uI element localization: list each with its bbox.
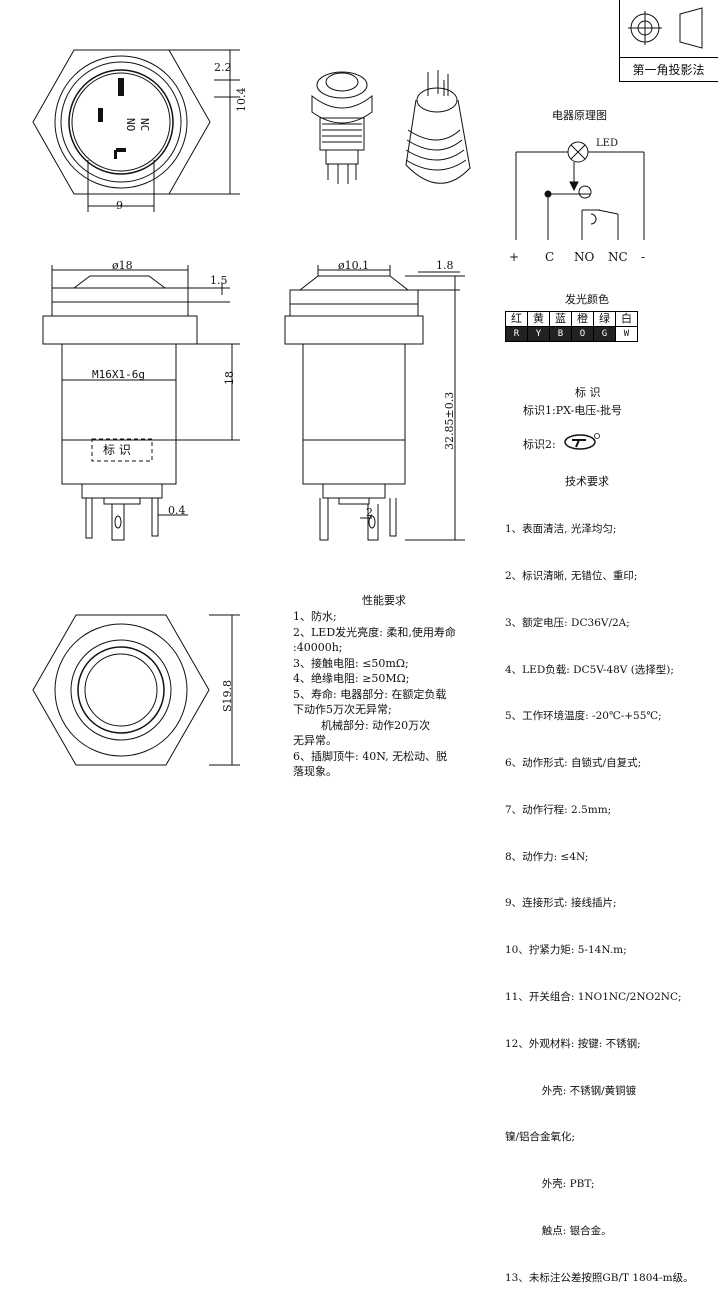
front-view xyxy=(42,265,240,541)
color-name: 绿 xyxy=(593,311,616,327)
circuit-led-label: LED xyxy=(596,138,618,149)
tech-list: 1、表面清洁, 光泽均匀; 2、标识清晰, 无错位、重印; 3、额定电压: DC… xyxy=(505,491,694,1302)
projection-box xyxy=(619,0,718,82)
projection-symbol-icon xyxy=(628,7,703,49)
technical-drawing: NO NC xyxy=(32,7,703,766)
dim-1-8: 1.8 xyxy=(436,259,454,272)
circuit-title: 电器原理图 xyxy=(552,109,607,122)
dim-18: 18 xyxy=(223,371,236,385)
dim-total: 32.85±0.3 xyxy=(443,391,456,450)
colors-table: 红 黄 蓝 橙 绿 白 R Y B O G W xyxy=(505,311,638,342)
color-name: 黄 xyxy=(527,311,550,327)
tech-line: 11、开关组合: 1NO1NC/2NO2NC; xyxy=(505,991,682,1003)
color-name: 红 xyxy=(505,311,528,327)
performance-line: 1、防水; xyxy=(293,610,337,623)
tech-line: 10、拧紧力矩: 5-14N.m; xyxy=(505,944,627,957)
tech-line: 外壳: 不锈钢/黄铜镀 xyxy=(505,1084,637,1097)
tech-line: 外壳: PBT; xyxy=(505,1178,595,1191)
color-code: B xyxy=(549,326,572,342)
tech-line: 触点: 银合金。 xyxy=(505,1224,612,1237)
performance-line: 5、寿命: 电器部分: 在额定负载 xyxy=(293,687,447,701)
bottom-view xyxy=(32,614,240,766)
tech-line: 13、未标注公差按照GB/T 1804-m级。 xyxy=(505,1271,694,1284)
tech-line: 8、动作力: ≤4N; xyxy=(505,850,589,863)
tech-line: 镍/铝合金氧化; xyxy=(505,1131,576,1144)
performance-title: 性能要求 xyxy=(362,594,406,607)
marking-line1: 标识1:PX-电压-批号 xyxy=(523,404,622,417)
dim-d10-1: ø10.1 xyxy=(338,259,370,272)
marking-title: 标 识 xyxy=(575,386,601,399)
color-name: 蓝 xyxy=(549,311,572,327)
thread-label: M16X1-6g xyxy=(92,368,145,381)
colors-title: 发光颜色 xyxy=(565,293,609,306)
performance-line: 无异常。 xyxy=(293,734,337,747)
projection-label: 第一角投影法 xyxy=(619,57,718,83)
color-code: O xyxy=(571,326,594,342)
switch-render-front xyxy=(311,71,373,184)
performance-line: 下动作5万次无异常; xyxy=(293,703,392,716)
top-view-hexagon xyxy=(32,49,240,212)
terminal-no: NO xyxy=(574,250,595,264)
terminal-symbols-icon xyxy=(98,78,126,159)
dim-9: 9 xyxy=(116,199,123,212)
performance-list: 1、防水; 2、LED发光亮度: 柔和,使用寿命 :40000h; 3、接触电阻… xyxy=(293,609,456,780)
terminal-minus: - xyxy=(641,250,646,264)
dim-1-5: 1.5 xyxy=(210,274,228,287)
performance-line: 4、绝缘电阻: ≥50MΩ; xyxy=(293,672,410,685)
tech-line: 12、外观材料: 按键: 不锈钢; xyxy=(505,1037,641,1050)
color-name: 橙 xyxy=(571,311,594,327)
color-code: Y xyxy=(527,326,550,342)
tech-line: 6、动作形式: 自锁式/自复式; xyxy=(505,757,642,770)
performance-line: :40000h; xyxy=(293,641,343,654)
tech-title: 技术要求 xyxy=(565,475,609,488)
color-code: W xyxy=(615,326,638,342)
tech-line: 9、连接形式: 接线插片; xyxy=(505,897,617,910)
switch-render-back xyxy=(405,70,471,184)
color-name: 白 xyxy=(615,311,638,327)
marking-line2: 标识2: xyxy=(523,438,556,451)
terminal-plus: + xyxy=(509,250,520,264)
performance-line: 3、接触电阻: ≤50mΩ; xyxy=(293,656,409,670)
dim-0-4: 0.4 xyxy=(168,504,186,517)
circuit-diagram xyxy=(515,141,645,240)
tech-line: 5、工作环境温度: -20℃-+55℃; xyxy=(505,710,662,723)
tech-line: 7、动作行程: 2.5mm; xyxy=(505,803,612,816)
dim-2: 2 xyxy=(366,506,373,519)
dim-d18: ø18 xyxy=(112,259,133,272)
color-code: R xyxy=(505,326,528,342)
performance-line: 6、插脚顶牛: 40N, 无松动、脱 xyxy=(293,749,448,763)
marking-area: 标 识 xyxy=(103,443,131,457)
color-code: G xyxy=(593,326,616,342)
dim-s19: S19.8 xyxy=(221,679,234,712)
tech-line: 3、额定电压: DC36V/2A; xyxy=(505,616,630,629)
brand-logo-icon xyxy=(564,433,600,450)
svg-text:NC: NC xyxy=(138,118,151,131)
performance-line: 落现象。 xyxy=(293,765,337,778)
dim-2-2: 2.2 xyxy=(214,61,232,74)
performance-line: 机械部分: 动作20万次 xyxy=(293,718,431,732)
terminal-nc: NC xyxy=(608,250,628,264)
tech-line: 2、标识清晰, 无错位、重印; xyxy=(505,569,638,582)
top-view-labels: NO NC xyxy=(124,118,151,131)
dim-10-4: 10.4 xyxy=(235,87,248,113)
svg-text:NO: NO xyxy=(124,118,137,131)
tech-line: 1、表面清洁, 光泽均匀; xyxy=(505,523,617,536)
terminal-c: C xyxy=(545,250,555,264)
tech-line: 4、LED负载: DC5V-48V (选择型); xyxy=(505,663,674,676)
side-view xyxy=(284,265,465,541)
performance-line: 2、LED发光亮度: 柔和,使用寿命 xyxy=(293,625,456,639)
